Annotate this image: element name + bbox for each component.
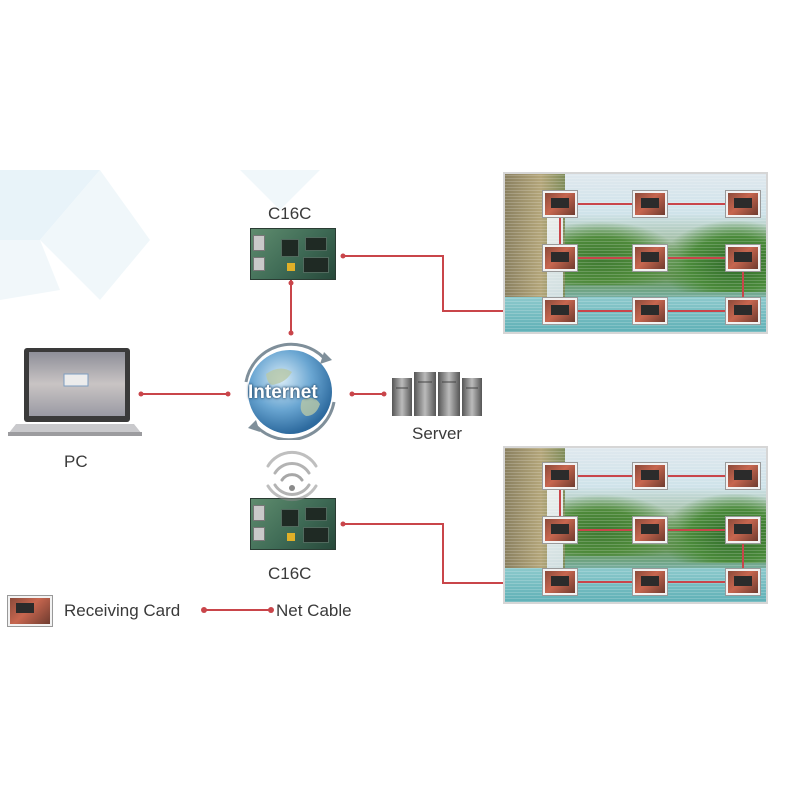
c16c-controller-top — [250, 228, 336, 280]
receiving-card — [633, 191, 667, 217]
c16c-controller-bottom — [250, 498, 336, 550]
net-cable-top-card-to-panel — [343, 255, 505, 312]
receiving-card — [726, 463, 760, 489]
legend-net-cable-label: Net Cable — [276, 601, 352, 620]
c16c-top-label: C16C — [268, 204, 312, 223]
receiving-card — [726, 517, 760, 543]
wifi-signal-icon — [266, 450, 318, 502]
net-cable-bottom-card-to-panel — [343, 523, 505, 584]
receiving-card — [633, 569, 667, 595]
internet-label: Internet — [248, 382, 318, 403]
receiving-card — [726, 191, 760, 217]
server-icon — [392, 372, 482, 416]
receiving-card — [543, 569, 577, 595]
receiving-card — [543, 517, 577, 543]
receiving-card — [633, 517, 667, 543]
receiving-card — [633, 463, 667, 489]
led-display-panel-bottom — [503, 446, 768, 604]
c16c-bottom-label: C16C — [268, 564, 312, 583]
laptop-icon — [8, 348, 142, 436]
receiving-card — [543, 191, 577, 217]
receiving-card — [726, 245, 760, 271]
internet-globe: Internet — [232, 340, 348, 442]
pc-label: PC — [64, 452, 88, 471]
receiving-card — [633, 298, 667, 324]
globe-icon — [244, 342, 336, 442]
legend-receiving-card-icon — [8, 596, 52, 626]
receiving-card — [726, 569, 760, 595]
receiving-card — [543, 298, 577, 324]
receiving-card — [543, 463, 577, 489]
server-label: Server — [412, 424, 463, 443]
led-display-panel-top — [503, 172, 768, 334]
legend-receiving-card-label: Receiving Card — [64, 601, 181, 620]
receiving-card — [543, 245, 577, 271]
receiving-card — [726, 298, 760, 324]
receiving-card — [633, 245, 667, 271]
